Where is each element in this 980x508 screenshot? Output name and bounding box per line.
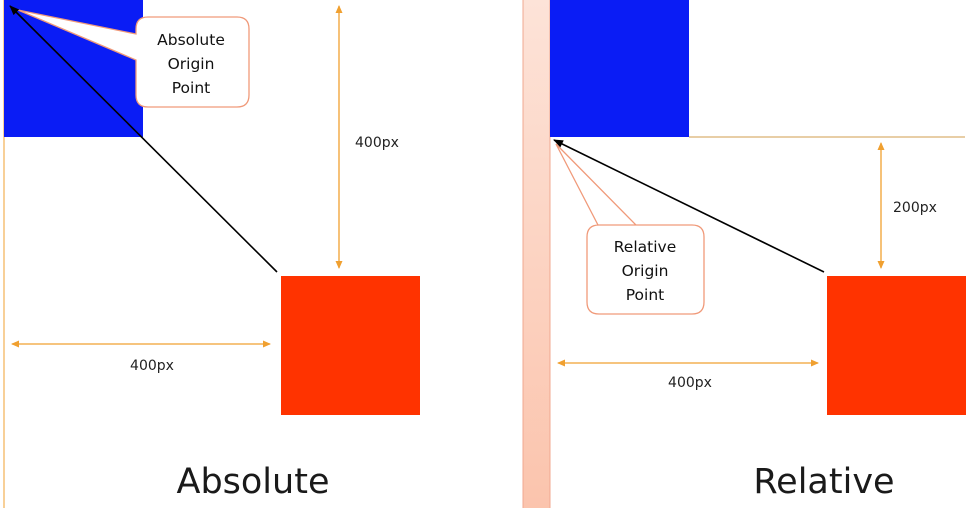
- relative-callout-bubble: [555, 143, 705, 315]
- relative-callout-line2: Origin: [622, 262, 669, 280]
- relative-blue-box: [550, 0, 689, 137]
- relative-vertical-distance-label: 200px: [893, 200, 937, 216]
- absolute-callout-line1: Absolute: [157, 31, 225, 49]
- absolute-horizontal-distance-label: 400px: [130, 358, 174, 374]
- absolute-callout-line2: Origin: [168, 55, 215, 73]
- absolute-callout-line3: Point: [172, 79, 211, 97]
- absolute-callout-bubble: [17, 9, 250, 108]
- relative-pointer-line: [553, 139, 825, 273]
- relative-callout-line1: Relative: [614, 238, 677, 256]
- relative-panel: Relative Origin Point 200px 400px Relati…: [550, 0, 966, 502]
- relative-horizontal-distance-label: 400px: [668, 375, 712, 391]
- absolute-caption: Absolute: [177, 462, 330, 502]
- relative-callout-line3: Point: [626, 286, 665, 304]
- absolute-pointer-line: [9, 5, 278, 273]
- absolute-vertical-distance-label: 400px: [355, 135, 399, 151]
- relative-red-box: [827, 276, 966, 415]
- absolute-red-box: [281, 276, 420, 415]
- relative-caption: Relative: [753, 462, 894, 502]
- panel-divider: [522, 0, 551, 508]
- absolute-panel: Absolute Origin Point 400px 400px Absolu…: [3, 0, 420, 508]
